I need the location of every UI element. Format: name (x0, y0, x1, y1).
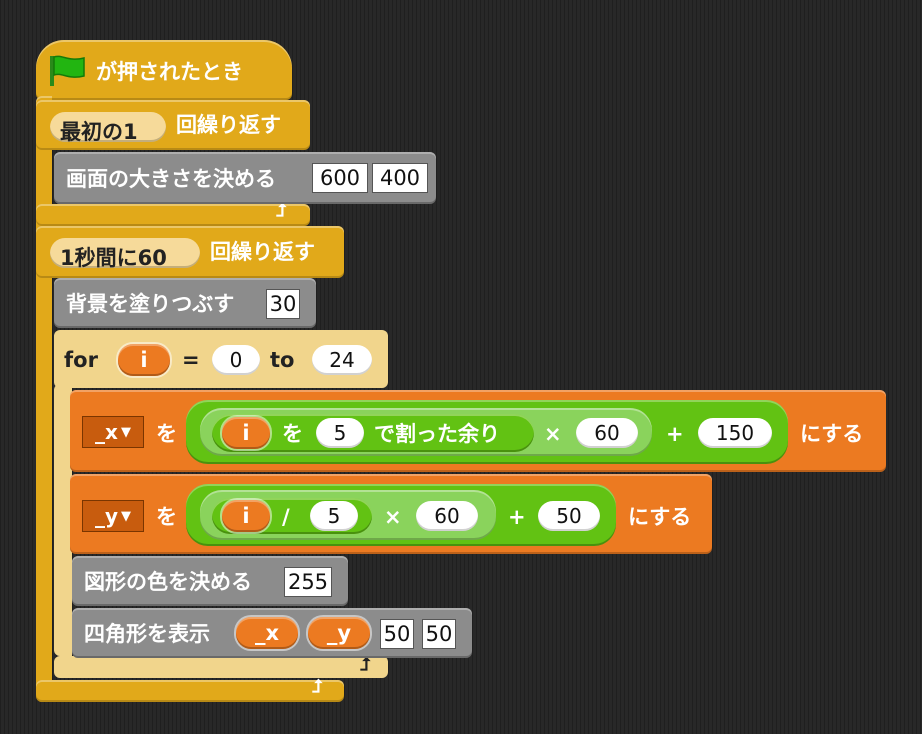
y-variable-dropdown[interactable]: _y▼ (82, 500, 144, 532)
chevron-down-icon: ▼ (121, 508, 132, 524)
loop-arrow-icon: ⮥ (360, 654, 371, 675)
y-i-variable[interactable]: i (222, 500, 270, 532)
repeat-label-1: 回繰り返す (176, 113, 281, 137)
y-divide-sign: / (282, 505, 290, 529)
for-equals: = (182, 348, 200, 372)
set-x-end-label: にする (800, 422, 864, 446)
fill-background-label: 背景を塗りつぶす (66, 292, 235, 316)
set-y-wo: を (156, 505, 177, 529)
y-divisor-input[interactable]: 5 (310, 501, 358, 531)
for-to-keyword: to (270, 348, 295, 372)
color-value-input[interactable]: 255 (284, 567, 332, 597)
script-spine (36, 96, 52, 702)
repeat-count-reporter-1[interactable]: 最初の1 (50, 112, 166, 144)
x-mod-wo: を (282, 422, 303, 446)
for-block-spine (54, 384, 72, 656)
y-plus-sign: + (508, 505, 526, 529)
for-end-input[interactable]: 24 (312, 345, 372, 375)
x-times-sign: × (544, 422, 562, 446)
y-offset-input[interactable]: 50 (538, 501, 600, 531)
set-color-label: 図形の色を決める (84, 570, 252, 594)
x-offset-input[interactable]: 150 (698, 418, 772, 448)
loop-arrow-icon: ⮥ (276, 200, 287, 221)
for-keyword: for (64, 348, 98, 372)
repeat-block-1-bottom (36, 204, 310, 226)
background-value-input[interactable]: 30 (266, 289, 300, 319)
hat-label: が押されたとき (96, 60, 243, 84)
repeat-count-reporter-2[interactable]: 1秒間に60 (50, 238, 200, 270)
screen-width-input[interactable]: 600 (312, 163, 368, 193)
rect-y-variable[interactable]: _y (308, 617, 370, 649)
x-variable-dropdown[interactable]: _x▼ (82, 416, 144, 448)
green-flag-icon (48, 54, 88, 88)
loop-arrow-icon: ⮥ (312, 676, 323, 697)
rect-height-input[interactable]: 50 (422, 619, 456, 649)
set-y-end-label: にする (628, 505, 692, 529)
repeat-label-2: 回繰り返す (210, 240, 315, 264)
x-mod-label: で割った余り (374, 422, 500, 446)
screen-height-input[interactable]: 400 (372, 163, 428, 193)
repeat-block-2-bottom (36, 680, 344, 702)
rect-x-variable[interactable]: _x (236, 617, 298, 649)
for-block-bottom (54, 656, 388, 678)
x-mod-input[interactable]: 5 (316, 418, 364, 448)
chevron-down-icon: ▼ (120, 424, 131, 440)
x-plus-sign: + (666, 422, 684, 446)
set-size-label: 画面の大きさを決める (66, 167, 276, 191)
set-x-wo: を (156, 422, 177, 446)
y-times-sign: × (384, 505, 402, 529)
x-multiplier-input[interactable]: 60 (576, 418, 638, 448)
x-i-variable[interactable]: i (222, 417, 270, 449)
y-multiplier-input[interactable]: 60 (416, 501, 478, 531)
for-start-input[interactable]: 0 (212, 345, 260, 375)
for-loop-variable[interactable]: i (118, 344, 170, 376)
rect-width-input[interactable]: 50 (380, 619, 414, 649)
show-rectangle-label: 四角形を表示 (84, 622, 210, 646)
